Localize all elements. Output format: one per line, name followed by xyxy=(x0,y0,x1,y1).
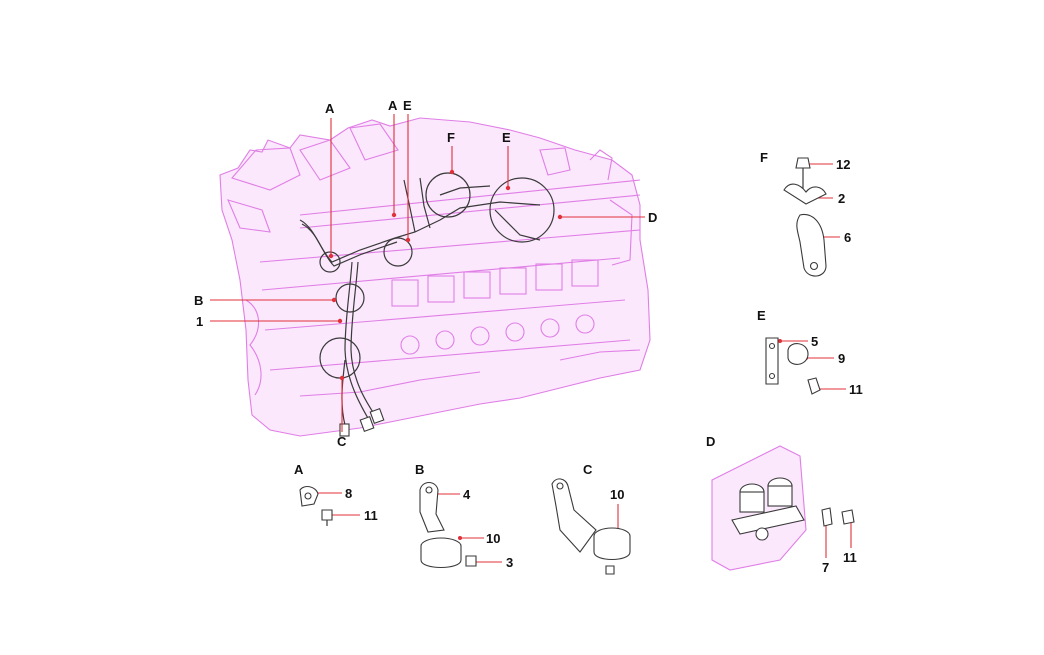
detail-c-label: C xyxy=(583,462,593,477)
part-10-c-label: 10 xyxy=(610,487,624,502)
callout-e-top: E xyxy=(403,98,412,113)
detail-c-parts xyxy=(551,478,631,575)
detail-f-parts xyxy=(783,157,827,277)
callout-f-top: F xyxy=(447,130,455,145)
part-4-label: 4 xyxy=(463,487,471,502)
detail-a-parts xyxy=(299,485,333,526)
callout-c-main: C xyxy=(337,434,347,449)
callout-b-main: B xyxy=(194,293,203,308)
detail-a-label: A xyxy=(294,462,304,477)
part-5-label: 5 xyxy=(811,334,818,349)
engine-block-illustration xyxy=(219,117,651,437)
detail-d-parts xyxy=(711,445,855,571)
callout-e-mid: E xyxy=(502,130,511,145)
part-8-label: 8 xyxy=(345,486,352,501)
detail-f-label: F xyxy=(760,150,768,165)
wiring-harness xyxy=(299,177,541,437)
detail-b-parts xyxy=(419,481,477,569)
part-6-label: 6 xyxy=(844,230,851,245)
detail-e-label: E xyxy=(757,308,766,323)
part-10-b-label: 10 xyxy=(486,531,500,546)
detail-b-label: B xyxy=(415,462,424,477)
part-11-d-label: 11 xyxy=(843,550,857,565)
part-11-e-label: 11 xyxy=(849,382,863,397)
callout-labels: A A E F E D B 1 C F 12 2 6 E 5 9 11 D 7 … xyxy=(194,98,863,575)
callout-leaders xyxy=(210,114,853,564)
part-7-label: 7 xyxy=(822,560,829,575)
callout-d-main: D xyxy=(648,210,657,225)
part-2-label: 2 xyxy=(838,191,845,206)
part-3-label: 3 xyxy=(506,555,513,570)
callout-a-right: A xyxy=(388,98,398,113)
part-12-label: 12 xyxy=(836,157,850,172)
part-11-a-label: 11 xyxy=(364,508,378,523)
callout-1-main: 1 xyxy=(196,314,203,329)
callout-a-left: A xyxy=(325,101,335,116)
part-9-label: 9 xyxy=(838,351,845,366)
detail-e-parts xyxy=(765,337,821,395)
detail-d-label: D xyxy=(706,434,715,449)
